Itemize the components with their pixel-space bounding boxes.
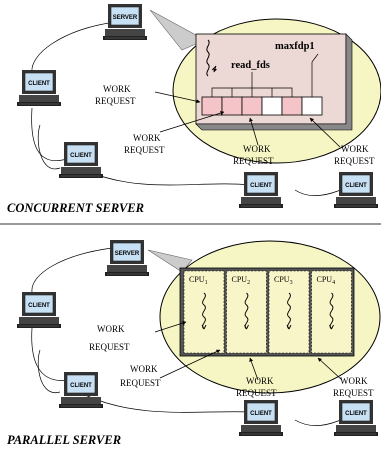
bottom-client-3: CLIENT xyxy=(238,399,284,437)
svg-text:WORK: WORK xyxy=(243,144,271,154)
bottom-client-4: CLIENT xyxy=(333,399,379,437)
fd-slot-4 xyxy=(261,96,283,116)
svg-text:REQUEST: REQUEST xyxy=(124,145,165,155)
top-client-4: CLIENT xyxy=(333,171,379,209)
svg-text:REQUEST: REQUEST xyxy=(334,156,375,166)
svg-text:WORK: WORK xyxy=(340,376,368,386)
fd-slot-2 xyxy=(221,96,243,116)
svg-text:REQUEST: REQUEST xyxy=(120,378,161,388)
bottom-server-node: SERVER xyxy=(104,239,150,277)
client-label: CLIENT xyxy=(345,183,367,189)
cpu-label-4: CPU4 xyxy=(317,275,336,286)
cpu-column-2: CPU2 xyxy=(226,270,267,354)
client-label: CLIENT xyxy=(250,183,272,189)
parallel-server-diagram: CPU1 CPU2 CPU3 CPU4 SERVER CLIENT CLIENT CL… xyxy=(7,239,381,447)
server-process-panel: read_fds maxfdp1 xyxy=(195,33,353,131)
concurrent-server-diagram: read_fds maxfdp1 SERVER CLIENT CLIENT CL… xyxy=(7,3,381,215)
work-request-label-2: WORK REQUEST xyxy=(124,133,165,155)
bottom-server-label: SERVER xyxy=(115,251,140,257)
work-request-label-4: WORK REQUEST xyxy=(333,376,374,398)
request-arrows xyxy=(154,321,343,381)
svg-text:WORK: WORK xyxy=(130,364,158,374)
fd-slot-1 xyxy=(201,96,223,116)
callout-wedge xyxy=(149,9,206,51)
maxfdp1-label: maxfdp1 xyxy=(275,41,315,52)
fd-slot-3 xyxy=(241,96,263,116)
cpu-column-3: CPU3 xyxy=(268,270,310,354)
svg-text:REQUEST: REQUEST xyxy=(233,156,274,166)
svg-text:WORK: WORK xyxy=(103,84,131,94)
thread-squiggle-2 xyxy=(244,292,249,330)
work-request-label-1: WORK REQUEST xyxy=(95,84,136,106)
client-label: CLIENT xyxy=(70,153,92,159)
svg-text:REQUEST: REQUEST xyxy=(89,342,130,352)
cpu-label-1: CPU1 xyxy=(189,275,208,286)
client-label: CLIENT xyxy=(70,383,92,389)
svg-text:WORK: WORK xyxy=(341,144,369,154)
cpu-label-3: CPU3 xyxy=(274,275,293,286)
callout-wedge xyxy=(147,249,193,273)
thread-squiggle-1 xyxy=(201,292,207,330)
svg-text:WORK: WORK xyxy=(133,133,161,143)
parallel-server-caption: PARALLEL SERVER xyxy=(7,433,121,447)
svg-text:REQUEST: REQUEST xyxy=(95,96,136,106)
request-arrows xyxy=(154,91,341,148)
top-client-3: CLIENT xyxy=(238,171,284,209)
svg-text:REQUEST: REQUEST xyxy=(333,388,374,398)
network-links xyxy=(31,21,346,196)
work-request-label-2: WORK REQUEST xyxy=(120,364,161,388)
cpu-panel: CPU1 CPU2 CPU3 CPU4 xyxy=(179,267,355,357)
fd-set xyxy=(201,96,323,116)
cpu-label-2: CPU2 xyxy=(232,275,251,286)
work-request-label-3: WORK REQUEST xyxy=(233,144,274,166)
fd-slot-6 xyxy=(301,96,323,116)
work-request-label-4: WORK REQUEST xyxy=(334,144,375,166)
client-label: CLIENT xyxy=(345,411,367,417)
fd-bracket xyxy=(211,53,319,97)
top-client-1: CLIENT xyxy=(16,69,62,107)
client-label: CLIENT xyxy=(250,411,272,417)
read-fds-label: read_fds xyxy=(231,60,270,71)
svg-text:WORK: WORK xyxy=(246,376,274,386)
cpu-column-4: CPU4 xyxy=(311,270,352,354)
svg-text:REQUEST: REQUEST xyxy=(236,388,277,398)
bottom-client-1: CLIENT xyxy=(16,291,62,329)
work-request-label-3: WORK REQUEST xyxy=(236,376,277,398)
top-server-node: SERVER xyxy=(102,3,148,41)
fd-slot-5 xyxy=(281,96,303,116)
client-label: CLIENT xyxy=(28,303,50,309)
thread-squiggle-3 xyxy=(286,292,292,330)
svg-text:WORK: WORK xyxy=(97,324,125,334)
thread-squiggle-4 xyxy=(329,292,334,330)
top-server-label: SERVER xyxy=(113,15,138,21)
top-client-2: CLIENT xyxy=(58,141,104,179)
client-label: CLIENT xyxy=(28,81,50,87)
work-request-label-1: WORK REQUEST xyxy=(89,324,130,352)
concurrent-server-caption: CONCURRENT SERVER xyxy=(7,201,144,215)
bottom-client-2: CLIENT xyxy=(58,371,104,409)
cpu-column-1: CPU1 xyxy=(183,270,225,354)
